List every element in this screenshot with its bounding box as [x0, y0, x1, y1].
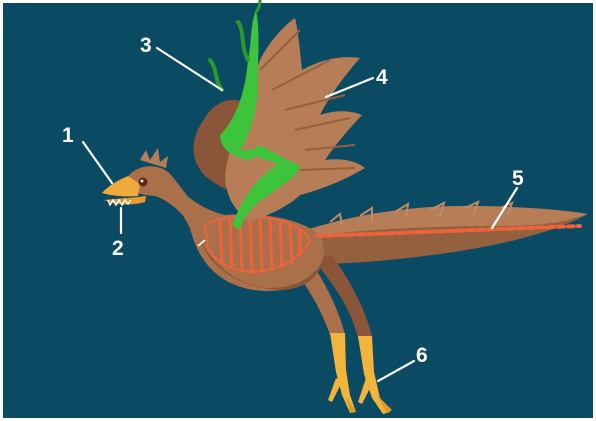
eye: [139, 178, 148, 187]
callout-3-number: 3: [140, 34, 152, 57]
callout-2-number: 2: [112, 237, 124, 260]
callout-5-number: 5: [512, 167, 524, 190]
callout-1-number: 1: [62, 124, 74, 147]
callout-4-number: 4: [376, 66, 388, 89]
callout-6-number: 6: [416, 344, 428, 367]
